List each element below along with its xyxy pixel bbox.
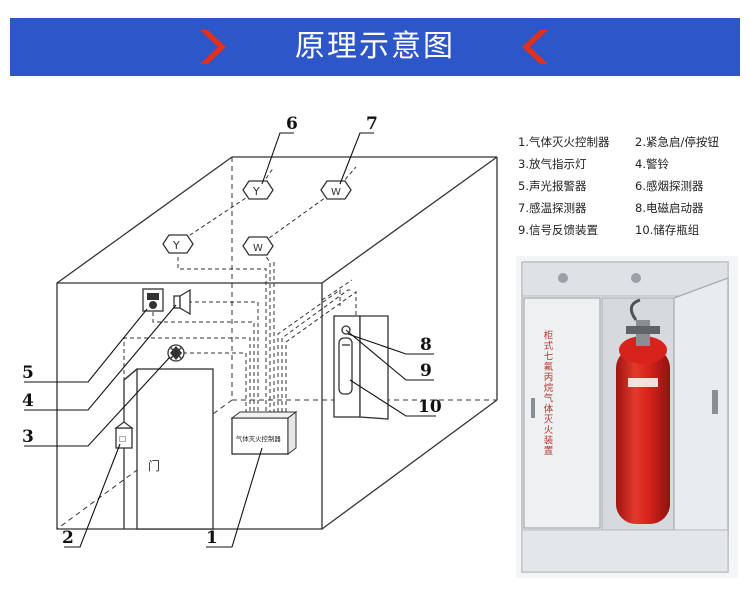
controller-label: 气体灭火控制器 <box>236 434 281 443</box>
title-bar <box>10 18 740 76</box>
fire-cabinet-photo <box>516 256 738 578</box>
emergency-button-icon: ☐ <box>114 421 134 449</box>
heat-detector-7 <box>320 180 352 200</box>
door <box>123 368 214 530</box>
legend-item-4: 4.警铃 <box>635 157 669 171</box>
callout-2: 2 <box>62 528 74 548</box>
legend-item-3: 3.放气指示灯 <box>518 157 587 171</box>
heat-detector-room <box>242 236 274 256</box>
storage-cabinet-drawing <box>333 315 389 420</box>
callout-6: 6 <box>286 114 298 134</box>
door-label: 门 <box>148 458 160 473</box>
callout-leaders <box>24 132 436 548</box>
legend-item-7: 7.感温探测器 <box>518 201 587 215</box>
title-banner: 原理示意图 <box>0 0 750 84</box>
page-title: 原理示意图 <box>295 29 455 64</box>
controller-box <box>230 411 298 455</box>
smoke-detector-6-symbol: Y <box>252 185 260 198</box>
chevron-right-icon <box>522 30 548 64</box>
smoke-detector-6 <box>242 180 274 200</box>
heat-detector-7-symbol: W <box>331 187 341 198</box>
bell-icon <box>173 288 191 316</box>
callout-4: 4 <box>22 391 34 411</box>
callout-9: 9 <box>420 361 432 381</box>
sound-light-alarm-icon <box>142 288 164 312</box>
callout-5: 5 <box>22 363 34 383</box>
legend-item-1: 1.气体灭火控制器 <box>518 135 610 149</box>
callout-10: 10 <box>418 397 442 417</box>
banner-chevrons <box>200 30 548 64</box>
smoke-detector-room <box>162 234 194 254</box>
cabinet-vertical-text: 柜式七氟丙烷气体灭火装置 <box>542 329 554 456</box>
wiring <box>123 166 357 430</box>
smoke-detector-room-symbol: Y <box>172 239 180 252</box>
svg-text:☐: ☐ <box>119 435 126 444</box>
legend-item-6: 6.感烟探测器 <box>635 179 704 193</box>
chevron-left-icon <box>200 30 226 64</box>
legend-item-8: 8.电磁启动器 <box>635 201 704 215</box>
heat-detector-room-symbol: W <box>253 243 263 254</box>
legend-item-2: 2.紧急启/停按钮 <box>635 135 719 149</box>
callout-7: 7 <box>366 114 378 134</box>
callout-3: 3 <box>22 427 34 447</box>
legend-item-9: 9.信号反馈装置 <box>518 223 598 237</box>
legend-item-10: 10.储存瓶组 <box>635 223 700 237</box>
room-outline <box>56 156 498 530</box>
callout-1: 1 <box>206 528 218 548</box>
callout-8: 8 <box>420 335 432 355</box>
legend-item-5: 5.声光报警器 <box>518 179 587 193</box>
release-indicator-icon <box>167 344 185 362</box>
